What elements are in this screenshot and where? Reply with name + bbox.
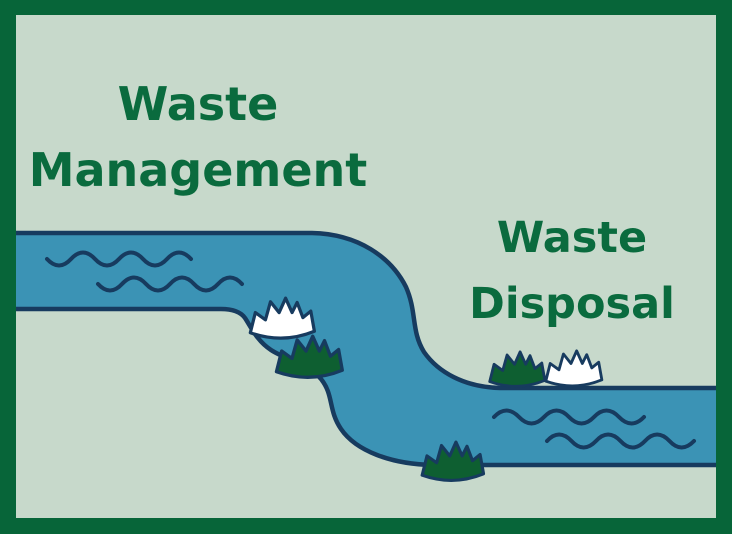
waste-management-line2: Management [28,143,368,197]
waste-disposal-line1: Waste [496,213,648,263]
wave-line-icon [96,275,244,293]
wave-line-icon [492,408,646,426]
river-illustration [16,230,716,482]
waste-management-title: Waste Management [16,71,380,203]
waste-management-line1: Waste [117,77,279,131]
wave-line-icon [45,250,193,268]
grass-tuft-icon [488,350,547,388]
wave-line-icon [545,432,696,450]
waste-disposal-line2: Disposal [469,279,675,329]
water-lily-icon [544,349,604,388]
banner-background: Waste Management Waste Disposal [16,15,716,518]
waste-disposal-title: Waste Disposal [422,205,716,337]
